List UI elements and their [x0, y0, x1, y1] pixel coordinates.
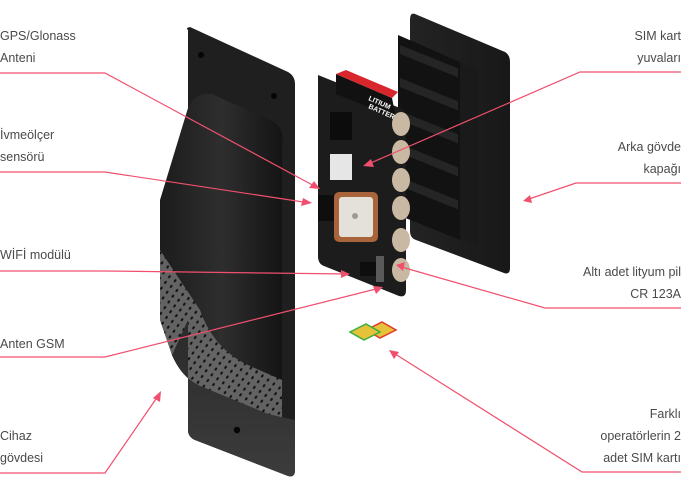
arrow-icon [396, 262, 405, 271]
label-sim-cards: Farklı operatörlerin 2 adet SIM kartı [600, 403, 681, 469]
label-back-cover: Arka gövde kapağı [618, 136, 681, 180]
label-device-body: Cihaz gövdesi [0, 425, 43, 469]
label-line: kapağı [643, 162, 681, 176]
label-wifi-module: WİFİ modülü [0, 244, 71, 266]
label-line: operatörlerin 2 [600, 429, 681, 443]
device-body [160, 27, 295, 477]
wifi-chip [360, 262, 376, 276]
label-line: SIM kart [634, 29, 681, 43]
label-line: Farklı [649, 407, 681, 421]
pcb-board: LITIUM BATTERY [318, 70, 410, 297]
battery-cells [392, 112, 410, 282]
arrow-icon [363, 159, 374, 167]
leader-batteries [397, 265, 681, 309]
label-line: GPS/Glonass [0, 29, 76, 43]
gsm-connector [376, 256, 384, 282]
label-line: Anten GSM [0, 337, 65, 351]
arrow-icon [523, 195, 532, 203]
arrow-icon [309, 181, 320, 189]
label-line: CR 123A [630, 287, 681, 301]
leader-lines [0, 71, 681, 474]
label-line: Altı adet lityum pil [583, 265, 681, 279]
label-gsm-antenna: Anten GSM [0, 333, 65, 355]
leader-device-body [0, 395, 159, 474]
arrow-icon [153, 391, 161, 402]
sim-cards [348, 321, 398, 341]
label-accelerometer: İvmeölçer sensörü [0, 124, 54, 168]
sim-slot-holder [330, 154, 352, 180]
sim-card-green [348, 323, 382, 341]
label-line: İvmeölçer [0, 128, 55, 142]
label-line: Cihaz [0, 429, 32, 443]
arrow-icon [301, 198, 312, 206]
leader-sim-cards [391, 351, 681, 473]
label-line: WİFİ modülü [0, 248, 71, 262]
arrow-icon [389, 350, 399, 359]
lithium-battery: LITIUM BATTERY [336, 70, 400, 123]
arrow-icon [373, 286, 383, 294]
label-gps-antenna: GPS/Glonass Anteni [0, 25, 76, 69]
processor-chip [330, 112, 352, 140]
cover-ribs [400, 45, 458, 210]
label-line: Anteni [0, 51, 36, 65]
label-line: gövdesi [0, 451, 44, 465]
label-sim-slots: SIM kart yuvaları [634, 25, 681, 69]
leader-gsm [0, 287, 381, 358]
label-line: yuvaları [637, 51, 681, 65]
label-line: Arka gövde [617, 140, 681, 154]
arrow-icon [341, 270, 350, 278]
label-batteries: Altı adet lityum pil CR 123A [583, 261, 681, 305]
label-line: adet SIM kartı [603, 451, 681, 465]
leader-accelerometer [0, 171, 311, 204]
gps-antenna-patch [334, 192, 378, 242]
leader-sim-slots [365, 71, 681, 166]
leader-wifi [0, 270, 349, 275]
leader-back-cover [525, 182, 681, 201]
accelerometer-chip [318, 195, 334, 221]
arrowheads [153, 159, 532, 402]
leader-gps-antenna [0, 72, 319, 189]
label-line: sensörü [0, 150, 45, 164]
